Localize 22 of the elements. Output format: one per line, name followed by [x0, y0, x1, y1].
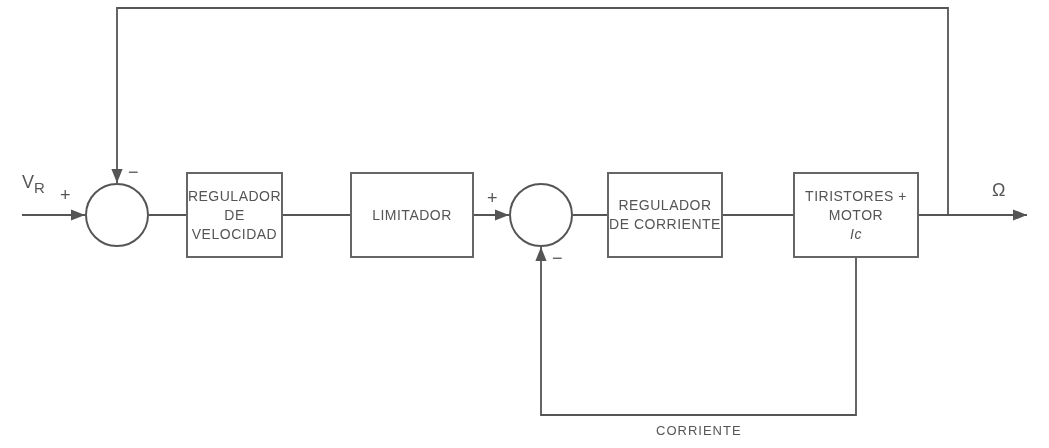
block-box	[793, 172, 919, 258]
block-box	[607, 172, 723, 258]
summing-junction	[509, 183, 573, 247]
input-label: V$_{R}$	[22, 172, 45, 198]
plus-sign: +	[487, 188, 498, 208]
plus-sign: +	[60, 185, 71, 205]
signal-arrow	[21, 209, 86, 221]
block-box	[186, 172, 283, 258]
minus-sign: −	[552, 248, 563, 268]
block-label: Ic	[850, 224, 862, 244]
block-label: LIMITADOR	[372, 205, 452, 225]
block-label: REGULADOR DE VELOCIDAD	[187, 186, 282, 244]
block-box	[350, 172, 474, 258]
summing-junction	[85, 183, 149, 247]
block-label: REGULADOR DE CORRIENTE	[609, 196, 721, 234]
signal-arrow	[535, 246, 857, 416]
edge-label: CORRIENTE	[656, 423, 742, 438]
signal-arrow	[111, 7, 949, 216]
signal-arrow	[473, 209, 510, 221]
minus-sign: −	[128, 162, 139, 182]
output-label: Ω	[992, 180, 1006, 200]
block-label: TIRISTORES + MOTOR	[804, 186, 908, 225]
